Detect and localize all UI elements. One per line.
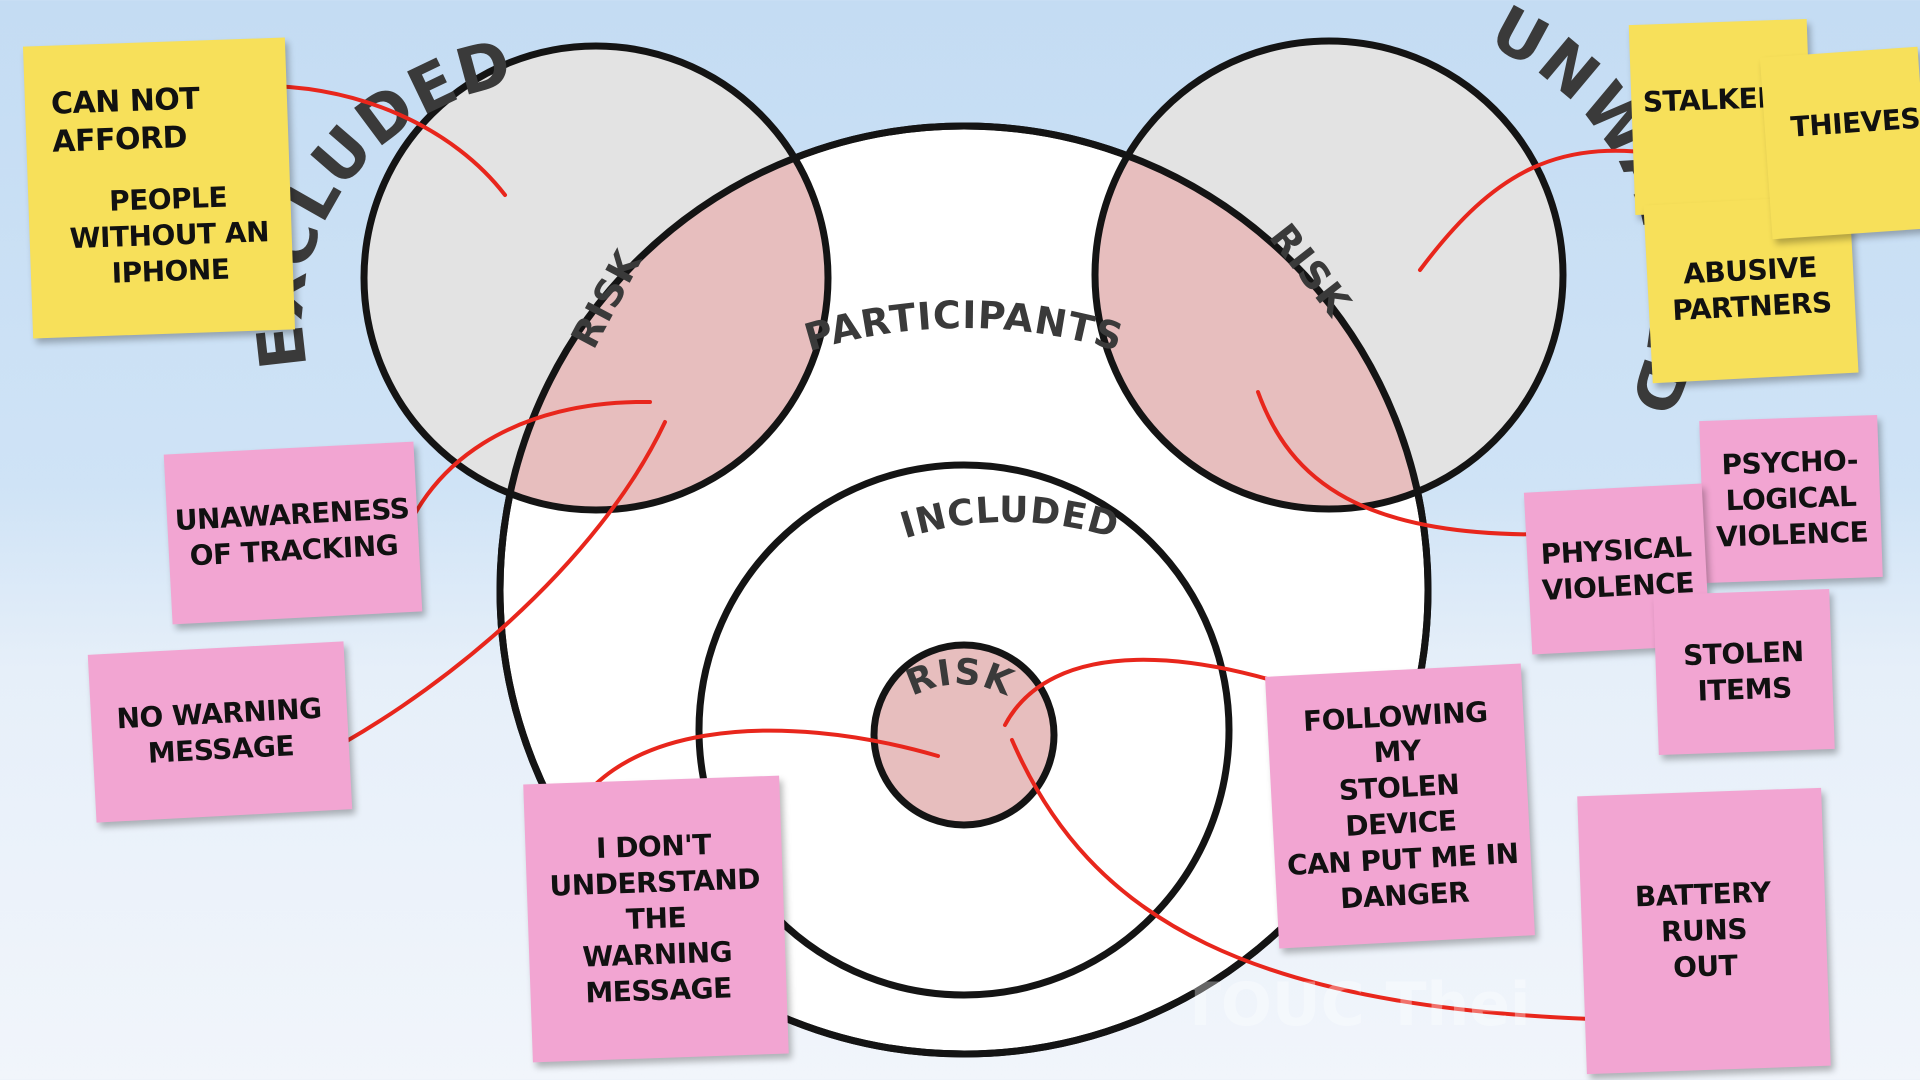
participants-outline: [496, 122, 1432, 1058]
sticky-note-dont-understand: I DON'T UNDERSTAND THE WARNING MESSAGE: [523, 775, 789, 1063]
following-stolen-device-text: FOLLOWING MY STOLEN DEVICE CAN PUT ME IN…: [1286, 694, 1520, 915]
included-risk-circle: [870, 641, 1058, 829]
cannot-afford-text: CAN NOT AFFORD: [50, 81, 200, 161]
dont-understand-text: I DON'T UNDERSTAND THE WARNING MESSAGE: [548, 828, 761, 1010]
connector-battery: [1010, 738, 1622, 1022]
sticky-note-thieves: THIEVES: [1759, 46, 1920, 240]
sticky-note-battery-runs-out: BATTERY RUNS OUT: [1577, 787, 1831, 1075]
abusive-partners-text: ABUSIVE PARTNERS: [1671, 250, 1833, 328]
connector-physical-violence: [1256, 390, 1567, 537]
connector-cannot-afford: [243, 83, 507, 197]
battery-runs-out-text: BATTERY RUNS OUT: [1634, 875, 1772, 984]
sticky-note-cannot-afford: CAN NOT AFFORD PEOPLE WITHOUT AN IPHONE: [22, 37, 296, 339]
psychological-violence-text: PSYCHO- LOGICAL VIOLENCE: [1715, 443, 1869, 554]
sticky-note-unawareness: UNAWARENESS OF TRACKING: [163, 441, 423, 625]
sticky-note-no-warning: NO WARNING MESSAGE: [87, 641, 353, 823]
thieves-text: THIEVES: [1789, 101, 1920, 144]
excluded-circle: [360, 42, 832, 514]
watermark-text: TOUC Thei: [1180, 970, 1531, 1040]
stolen-items-text: STOLEN ITEMS: [1682, 635, 1805, 708]
connector-no-warning: [286, 420, 667, 774]
no-iphone-text: PEOPLE WITHOUT AN IPHONE: [69, 180, 270, 290]
unawareness-text: UNAWARENESS OF TRACKING: [173, 492, 411, 573]
sticky-note-following-stolen-device: FOLLOWING MY STOLEN DEVICE CAN PUT ME IN…: [1265, 663, 1535, 949]
sticky-note-psychological-violence: PSYCHO- LOGICAL VIOLENCE: [1699, 414, 1883, 584]
unwanted-circle: [1091, 37, 1567, 513]
no-warning-text: NO WARNING MESSAGE: [115, 691, 323, 770]
sticky-note-stolen-items: STOLEN ITEMS: [1653, 588, 1835, 756]
